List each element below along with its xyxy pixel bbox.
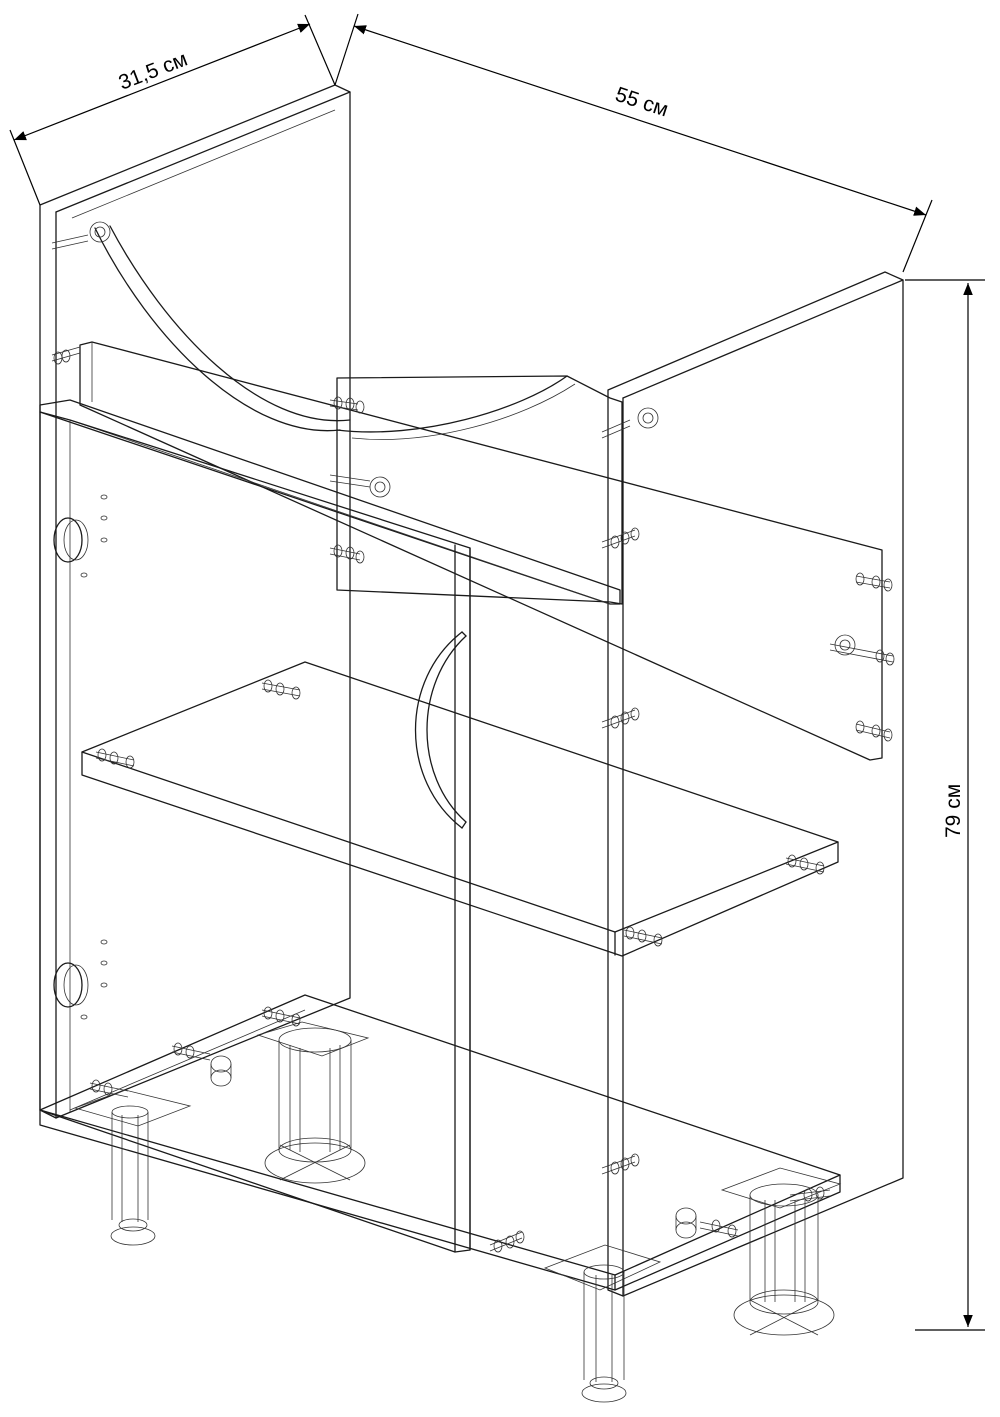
hinges — [53, 494, 108, 1020]
left-side-panel — [39, 84, 351, 1119]
width-dimension: 55 см — [334, 13, 933, 273]
dowels — [51, 221, 895, 1253]
width-label: 55 см — [612, 83, 671, 122]
legs — [73, 1021, 842, 1403]
shelf — [81, 661, 839, 957]
height-label: 79 см — [942, 784, 965, 838]
right-side-panel — [607, 271, 904, 1297]
door-handle — [415, 631, 467, 829]
height-dimension: 79 см — [905, 279, 985, 1331]
bottom-panel — [39, 994, 841, 1291]
depth-label: 31,5 см — [116, 48, 191, 95]
sink-curve — [94, 225, 351, 432]
top-rail — [336, 375, 623, 605]
back-rail — [79, 341, 883, 761]
